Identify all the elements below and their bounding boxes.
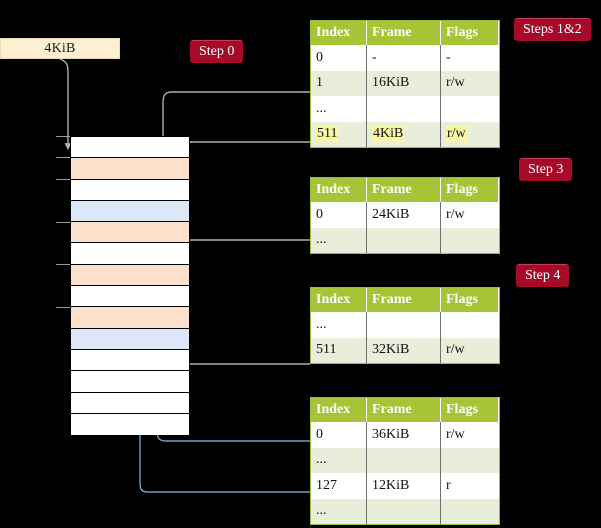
wire-step2 bbox=[174, 141, 310, 153]
cell-flags bbox=[441, 96, 499, 122]
column-header-frame: Frame bbox=[367, 288, 441, 312]
cell-flags: r/w bbox=[446, 206, 465, 222]
cell-index: 0 bbox=[311, 422, 367, 448]
column-header-index: Index bbox=[311, 398, 367, 422]
cell-index: ... bbox=[311, 498, 367, 524]
page-size-label: 4KiB bbox=[0, 38, 120, 59]
memory-frame-11 bbox=[71, 371, 189, 393]
table-row: 511 4KiB r/w bbox=[311, 121, 499, 148]
cell-frame: 12KiB bbox=[367, 473, 441, 499]
column-header-index: Index bbox=[311, 288, 367, 312]
table-row: ... bbox=[311, 447, 499, 474]
physical-memory-column bbox=[70, 136, 190, 436]
column-header-flags: Flags bbox=[441, 288, 499, 312]
cell-flags bbox=[441, 448, 499, 474]
cell-frame bbox=[367, 312, 441, 338]
step-label-4: Step 4 bbox=[516, 264, 570, 287]
cell-index: 127 bbox=[311, 473, 367, 499]
memory-frame-1 bbox=[71, 158, 189, 180]
table-row: ... bbox=[311, 227, 499, 254]
cell-flags: - bbox=[446, 49, 451, 65]
column-header-flags: Flags bbox=[441, 21, 499, 45]
memory-frame-13 bbox=[71, 413, 189, 436]
wire-step3 bbox=[176, 239, 310, 271]
memory-frame-4 bbox=[71, 222, 189, 244]
cell-frame bbox=[367, 447, 441, 473]
cell-frame bbox=[367, 96, 441, 122]
cell-frame: 32KiB bbox=[367, 337, 441, 363]
step-label-0: Step 0 bbox=[190, 40, 244, 63]
memory-frame-2 bbox=[71, 179, 189, 201]
cell-index: 0 bbox=[311, 202, 367, 228]
cell-index: ... bbox=[311, 447, 367, 473]
cell-frame bbox=[367, 498, 441, 524]
memory-frame-10 bbox=[71, 349, 189, 372]
table-row: ... bbox=[311, 498, 499, 525]
cell-flags: r/w bbox=[441, 122, 499, 148]
cell-flags bbox=[441, 228, 499, 254]
column-header-frame: Frame bbox=[367, 398, 441, 422]
table-row: ... bbox=[311, 96, 499, 122]
column-header-index: Index bbox=[311, 21, 367, 45]
cell-index: ... bbox=[311, 227, 367, 253]
memory-frame-5 bbox=[71, 243, 189, 265]
wire-step4 bbox=[175, 301, 310, 365]
memory-frame-3 bbox=[71, 200, 189, 223]
cell-frame: 36KiB bbox=[367, 422, 441, 448]
wire-step0 bbox=[59, 58, 72, 151]
step-label-1-2: Steps 1&2 bbox=[514, 18, 591, 41]
step-label-3: Step 3 bbox=[519, 158, 573, 181]
cell-index: ... bbox=[311, 96, 367, 122]
memory-frame-6 bbox=[71, 264, 189, 287]
cell-frame bbox=[367, 227, 441, 253]
cell-flags bbox=[441, 312, 499, 338]
cell-frame: 16KiB bbox=[367, 70, 441, 96]
table-row: 0-- bbox=[311, 45, 499, 71]
memory-frame-12 bbox=[71, 392, 189, 414]
cell-index: ... bbox=[311, 312, 367, 338]
cell-frame: 4KiB bbox=[367, 121, 441, 147]
column-header-frame: Frame bbox=[367, 21, 441, 45]
cell-flags: r bbox=[446, 477, 451, 493]
cell-flags: r/w bbox=[446, 75, 465, 91]
column-header-flags: Flags bbox=[441, 398, 499, 422]
highlight-mark: r/w bbox=[446, 126, 467, 143]
cell-index: 1 bbox=[311, 70, 367, 96]
memory-frame-8 bbox=[71, 307, 189, 329]
column-header-index: Index bbox=[311, 178, 367, 202]
cell-flags: r/w bbox=[446, 342, 465, 358]
memory-frame-9 bbox=[71, 328, 189, 350]
cell-index: 511 bbox=[311, 121, 367, 147]
cell-frame: 24KiB bbox=[367, 202, 441, 228]
cell-flags: r/w bbox=[446, 426, 465, 442]
cell-frame: - bbox=[367, 45, 441, 71]
cell-index: 511 bbox=[311, 337, 367, 363]
cell-flags bbox=[441, 499, 499, 525]
table-row: ... bbox=[311, 312, 499, 338]
column-header-flags: Flags bbox=[441, 178, 499, 202]
column-header-frame: Frame bbox=[367, 178, 441, 202]
memory-frame-7 bbox=[71, 286, 189, 308]
highlight-mark: 511 bbox=[316, 126, 339, 143]
memory-tick-marks bbox=[56, 136, 70, 308]
cell-index: 0 bbox=[311, 45, 367, 71]
highlight-mark: 4KiB bbox=[372, 126, 405, 143]
memory-frame-0 bbox=[71, 137, 189, 159]
